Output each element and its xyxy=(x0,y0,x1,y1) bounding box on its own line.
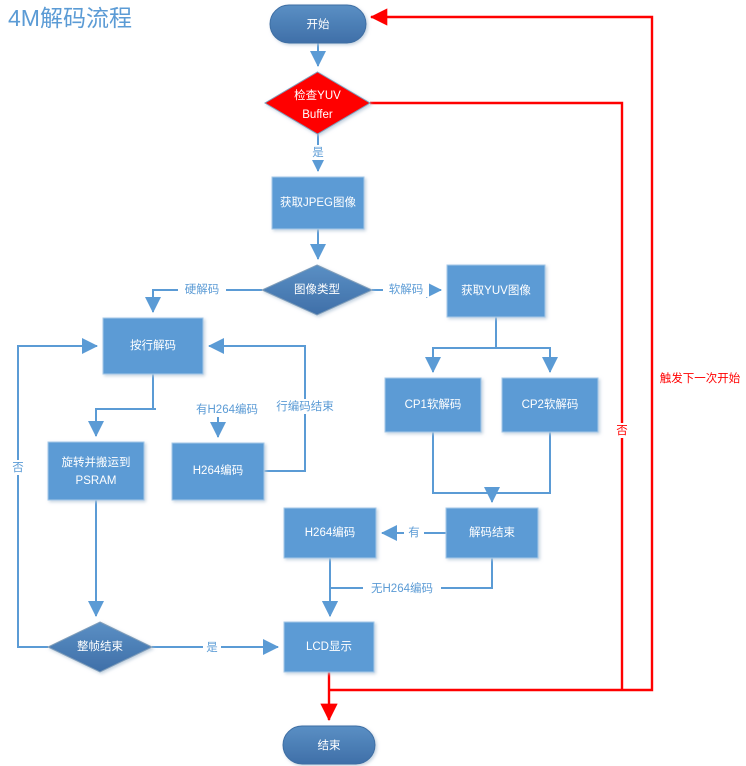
node-get-yuv-shape xyxy=(446,264,546,318)
node-cp2-soft-decode[interactable]: CP2软解码 xyxy=(501,377,599,433)
node-image-type[interactable]: 图像类型 xyxy=(260,264,374,316)
edge-label-bg-4 xyxy=(269,399,341,414)
edge-check-no-red xyxy=(370,101,624,690)
edge-label-yes-after-check: 是 xyxy=(308,145,328,160)
edge-label-yes-frame-end: 是 xyxy=(203,640,221,655)
edge-cp2-to-merge xyxy=(492,432,551,494)
edge-label-text-no-h264: 无H264编码 xyxy=(371,581,433,595)
node-get-jpeg[interactable]: 获取JPEG图像 xyxy=(271,176,365,230)
edge-label-bg-3 xyxy=(383,282,429,297)
edge-label-bg-10 xyxy=(613,423,631,438)
node-check-yuv-buffer[interactable]: 检查YUV Buffer xyxy=(264,71,371,135)
edge-label-text-has-h264: 有H264编码 xyxy=(196,402,258,416)
edge-getyuv-to-cp1 xyxy=(425,317,497,373)
edge-label-has-h264: 有H264编码 xyxy=(156,402,258,417)
edge-label-text-trigger-next: 触发下一次开始 xyxy=(660,371,741,385)
node-rotate-psram-shape xyxy=(47,441,145,501)
node-lcd-shape xyxy=(283,621,375,673)
edge-label-trigger-next: 触发下一次开始 xyxy=(657,371,743,387)
edge-label-bg-5 xyxy=(156,402,236,417)
node-cp2-shape xyxy=(501,377,599,433)
node-decode-end-shape xyxy=(445,507,539,559)
node-end-shape xyxy=(282,725,376,765)
edge-label-bg-2 xyxy=(178,282,226,297)
edge-label-text-has: 有 xyxy=(408,525,420,539)
node-start[interactable]: 开始 xyxy=(269,4,367,44)
edge-label-row-encode-end: 行编码结束 xyxy=(269,399,341,414)
edge-label-text-yes-check: 是 xyxy=(312,146,324,159)
edge-trigger-next-start-red xyxy=(329,8,654,692)
edge-label-text-hard-decode: 硬解码 xyxy=(185,282,220,296)
edge-label-no-left: 否 xyxy=(9,460,27,475)
node-rotate-psram[interactable]: 旋转并搬运到 PSRAM xyxy=(47,441,145,501)
edge-label-bg-7 xyxy=(203,640,221,655)
page-title: 4M解码流程 xyxy=(8,5,132,31)
node-decode-end[interactable]: 解码结束 xyxy=(445,507,539,559)
edge-label-text-no-left: 否 xyxy=(12,462,24,474)
edge-linedecode-to-rotate xyxy=(88,374,154,437)
node-frame-end[interactable]: 整帧结束 xyxy=(46,621,154,673)
edge-frameend-no-loop xyxy=(17,338,98,648)
edge-label-no-red: 否 xyxy=(613,423,631,438)
node-start-shape xyxy=(269,4,367,44)
node-get-jpeg-shape xyxy=(271,176,365,230)
edge-label-bg-6 xyxy=(9,460,27,475)
edge-label-text-no-red: 否 xyxy=(616,425,628,437)
node-get-yuv-image[interactable]: 获取YUV图像 xyxy=(446,264,546,318)
node-line-decode-shape xyxy=(102,317,204,375)
node-lcd-display[interactable]: LCD显示 xyxy=(283,621,375,673)
edge-label-bg-11 xyxy=(657,371,743,387)
edge-label-text-row-encode-end: 行编码结束 xyxy=(276,399,334,413)
node-h264-left-shape xyxy=(171,442,265,501)
edge-cp1-to-decodeend xyxy=(432,432,500,503)
edge-label-bg-1 xyxy=(308,145,328,160)
node-check-yuv-shape xyxy=(264,71,371,135)
node-image-type-shape xyxy=(260,264,374,316)
node-frame-end-shape xyxy=(46,621,154,673)
edge-label-text-soft-decode: 软解码 xyxy=(389,282,424,296)
node-end[interactable]: 结束 xyxy=(282,725,376,765)
node-h264-encode-left[interactable]: H264编码 xyxy=(171,442,265,501)
edge-label-no-h264: 无H264编码 xyxy=(363,581,441,596)
node-cp1-shape xyxy=(384,377,482,433)
node-h264-encode-mid[interactable]: H264编码 xyxy=(283,507,377,559)
edge-label-hard-decode: 硬解码 xyxy=(178,282,226,297)
edge-label-text-yes-frame-end: 是 xyxy=(206,641,218,654)
edge-label-soft-decode: 软解码 xyxy=(383,282,429,297)
edge-label-has: 有 xyxy=(404,525,424,540)
edge-getyuv-to-cp2 xyxy=(496,347,558,373)
node-cp1-soft-decode[interactable]: CP1软解码 xyxy=(384,377,482,433)
edge-label-bg-8 xyxy=(404,525,424,540)
edge-label-bg-9 xyxy=(363,581,441,596)
node-h264-mid-shape xyxy=(283,507,377,559)
node-line-decode[interactable]: 按行解码 xyxy=(102,317,204,375)
